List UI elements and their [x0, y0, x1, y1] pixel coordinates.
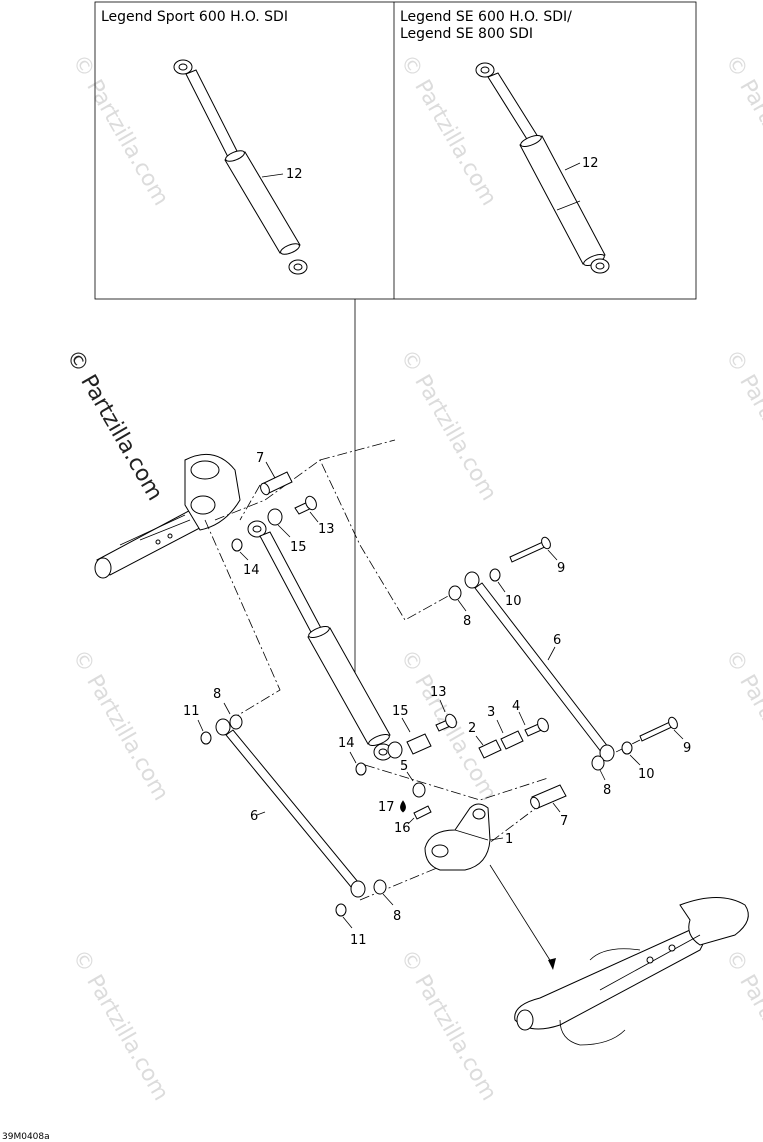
part-8-bushing-lower-left — [373, 879, 387, 895]
part-10-washer-upper — [489, 568, 501, 582]
callout-9-upper: 9 — [557, 561, 565, 576]
callout-14-upper: 14 — [243, 563, 260, 578]
callout-17: 17 — [378, 800, 395, 815]
rear-arm-frame — [514, 897, 749, 1046]
part-11-nut-lower — [335, 903, 347, 917]
watermark: © Partzilla.com — [720, 646, 763, 806]
part-9-bolt-lower — [639, 716, 678, 742]
callout-2: 2 — [468, 721, 476, 736]
part-9-bolt-upper — [509, 536, 551, 563]
watermark: © Partzilla.com — [67, 51, 174, 211]
watermark: © Partzilla.com — [720, 51, 763, 211]
variant-title-sport: Legend Sport 600 H.O. SDI — [101, 9, 288, 25]
callout-16: 16 — [394, 821, 411, 836]
callout-1: 1 — [505, 832, 513, 847]
variant-box-frame — [94, 1, 697, 300]
callout-8-lower-left: 8 — [393, 909, 401, 924]
part-15-bushing-upper — [267, 508, 283, 526]
front-arm-frame — [94, 453, 241, 579]
watermark: © Partzilla.com — [720, 946, 763, 1106]
callout-6-left: 6 — [250, 809, 258, 824]
callout-12-sport: 12 — [286, 167, 303, 182]
leader-12-se — [564, 162, 581, 171]
arrow-head-icon — [548, 958, 556, 970]
callout-5: 5 — [400, 759, 408, 774]
part-6-link-rod-right — [464, 571, 615, 762]
watermark: © Partzilla.com — [720, 346, 763, 506]
part-8-bushing-lower-right — [591, 755, 605, 771]
part-13-bolt-upper — [294, 495, 317, 515]
part-7-spacer-lower — [530, 784, 567, 810]
callout-15-lower: 15 — [392, 704, 409, 719]
callout-7-upper: 7 — [256, 451, 264, 466]
callout-7-lower: 7 — [560, 814, 568, 829]
part-8-bushing-upper-left — [229, 714, 243, 730]
part-15-sleeve-lower — [406, 733, 432, 755]
watermark: © Partzilla.com — [67, 946, 174, 1106]
part-2-spacer — [478, 739, 502, 759]
callout-8-upper-right: 8 — [463, 614, 471, 629]
watermark: © Partzilla.com — [67, 646, 174, 806]
shock-absorber-se — [475, 62, 610, 274]
figure-code: 39M0408a — [2, 1132, 50, 1142]
part-13-bolt-lower — [435, 713, 457, 732]
part-17-drop-icon — [400, 800, 406, 813]
callout-4: 4 — [512, 699, 520, 714]
watermark: © Partzilla.com — [395, 946, 502, 1106]
part-6-link-rod-left — [215, 718, 366, 898]
callout-6-right: 6 — [553, 633, 561, 648]
callout-8-upper-left: 8 — [213, 687, 221, 702]
part-15-bushing-lower — [387, 741, 403, 759]
callout-11-upper: 11 — [183, 704, 200, 719]
part-4-bolt — [524, 717, 549, 737]
leader-12-sport — [261, 173, 284, 178]
callout-12-se: 12 — [582, 156, 599, 171]
callout-10-lower: 10 — [638, 767, 655, 782]
callout-15-upper: 15 — [290, 540, 307, 555]
callout-9-lower: 9 — [683, 741, 691, 756]
part-8-bushing-upper-right — [448, 585, 462, 601]
variant-boxes: Legend Sport 600 H.O. SDI Legend SE 600 … — [94, 1, 697, 300]
callout-11-lower: 11 — [350, 933, 367, 948]
part-5-nut — [412, 782, 426, 798]
part-14-nut-lower — [355, 762, 367, 776]
variant-title-se-line1: Legend SE 600 H.O. SDI/ — [400, 9, 572, 25]
watermark: © Partzilla.com — [395, 346, 502, 506]
shock-absorber-main — [247, 520, 393, 761]
part-3-spacer — [500, 730, 524, 750]
callout-3: 3 — [487, 705, 495, 720]
part-7-spacer-upper — [260, 471, 293, 496]
callout-13-lower: 13 — [430, 685, 447, 700]
shock-absorber-sport — [173, 59, 308, 275]
watermark-primary: © Partzilla.com — [61, 346, 168, 506]
callout-13-upper: 13 — [318, 522, 335, 537]
callout-8-lower-right: 8 — [603, 783, 611, 798]
part-1-bracket — [424, 803, 491, 871]
part-16-screw — [413, 805, 432, 820]
callout-14-lower: 14 — [338, 736, 355, 751]
variant-title-se-line2: Legend SE 800 SDI — [400, 26, 533, 42]
callout-10-upper: 10 — [505, 594, 522, 609]
part-11-nut-upper — [200, 731, 212, 745]
part-10-washer-lower — [621, 741, 633, 755]
part-14-nut-upper — [231, 538, 243, 552]
leader-arrow-to-rear-frame — [489, 864, 554, 966]
